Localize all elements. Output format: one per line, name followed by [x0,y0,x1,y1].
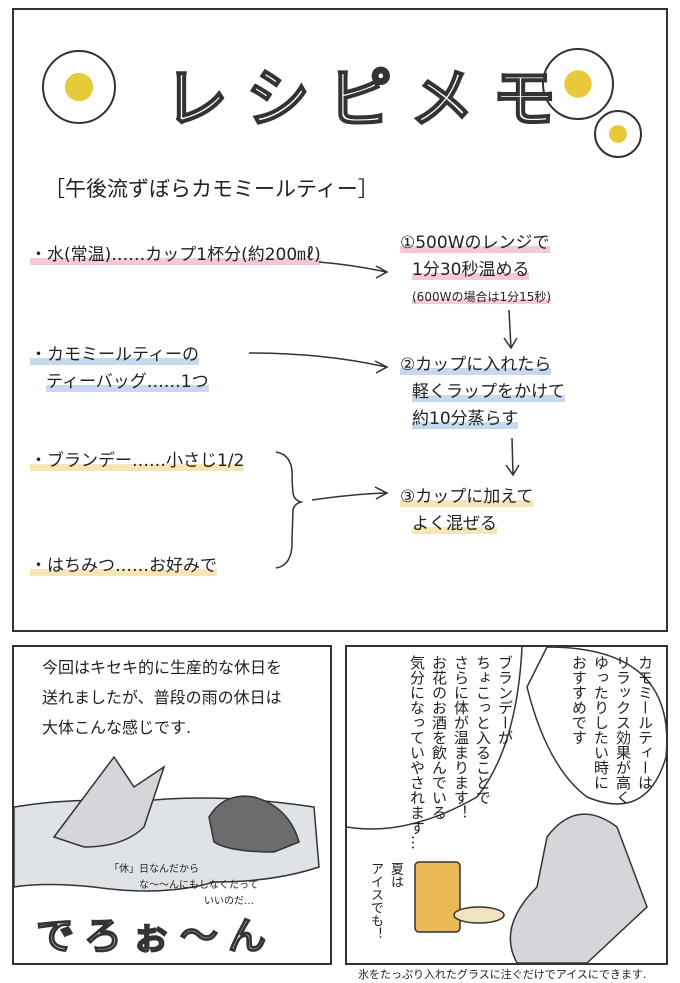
chamomile-flower-icon [594,110,642,158]
brace-icon [275,451,304,569]
thought-line: いいのだ… [204,896,254,907]
ingredient-text: ・水(常温)……カップ1杯分(約200㎖) [30,245,321,265]
aside-text: 夏は アイスでも！ [365,862,405,940]
recipe-panel: レシピメモ ［午後流ずぼらカモミールティー］ ・水(常温)……カップ1杯分(約2… [12,8,668,632]
sfx-text: でろぉ〜ん [35,913,277,959]
bubble-line: さらに体が温まります！ [452,655,470,820]
recipe-subtitle: ［午後流ずぼらカモミールティー］ [44,177,379,201]
arrow-icon [318,261,389,279]
thought-text: 「休」日なんだから な〜〜んにもしなくたって いいのだ… [109,862,259,910]
ingredient-text: ・カモミールティーの [30,345,199,365]
thought-line: 「休」日なんだから [109,864,199,875]
narration-line: 今回はキセキ的に生産的な休日を [42,658,283,677]
ingredient-teabag: ・カモミールティーの ティーバッグ……1つ [30,342,209,396]
aside-line: アイスでも！ [368,862,383,940]
arrow-icon [311,486,389,501]
arrow-icon [248,352,389,374]
bubble-line: リラックス効果が高く [614,655,632,805]
ingredient-text: ・はちみつ……お好みで [30,556,217,576]
ingredient-water: ・水(常温)……カップ1杯分(約200㎖) [30,242,321,269]
caption: 氷をたっぷり入れたグラスに注ぐだけでアイスにできます. [358,968,647,981]
ingredient-brandy: ・ブランデー……小さじ1/2 [30,448,245,475]
ingredient-text: ティーバッグ……1つ [46,372,209,392]
ingredient-honey: ・はちみつ……お好みで [30,553,217,580]
speech-bubbles [347,647,666,963]
bubble-line: お花のお酒を飲んでいる [430,655,448,820]
step-2: ②カップに入れたら 軽くラップをかけて 約10分蒸らす [400,352,565,433]
bubble-line: ゆったりしたい時に [592,655,610,790]
bubble-line: カモミールティーは [636,655,654,790]
step-text: 約10分蒸らす [412,409,519,429]
bubble-line: 気分になっていやされます… [408,655,426,850]
step-text: ①500Wのレンジで [400,233,550,253]
step-text: ②カップに入れたら [400,355,552,375]
ingredient-text: ・ブランデー……小さじ1/2 [30,451,245,471]
arrow-icon [505,437,520,477]
step-text: よく混ぜる [412,514,497,534]
narration-line: 送れましたが、普段の雨の休日は [42,688,282,707]
chamomile-flower-icon [542,48,614,120]
lazy-day-panel: 今回はキセキ的に生産的な休日を 送れましたが、普段の雨の休日は 大体こんな感じで… [12,645,332,965]
speech-bubble-chamomile: カモミールティーは リラックス効果が高く ゆったりしたい時に おすすめです [568,655,656,805]
recipe-title: レシピメモ [163,62,574,138]
bubble-line: ブランデーが [496,655,514,745]
step-text: 軽くラップをかけて [412,382,565,402]
narration-line: 大体こんな感じです. [42,718,192,737]
speech-bubble-brandy: ブランデーが ちょこっと入ることで さらに体が温まります！ お花のお酒を飲んでい… [406,655,516,850]
thought-line: な〜〜んにもしなくたって [139,880,259,891]
narration: 今回はキセキ的に生産的な休日を 送れましたが、普段の雨の休日は 大体こんな感じで… [42,653,282,743]
bubble-line: おすすめです [570,655,588,745]
step-text: 1分30秒温める [412,260,530,280]
bubble-line: ちょこっと入ることで [474,655,492,805]
aside-line: 夏は [388,862,403,888]
chamomile-flower-icon [42,50,116,124]
step-text: ③カップに加えて [400,487,534,507]
wolf-and-cat-illustration [14,755,320,892]
step-note: (600Wの場合は1分15秒) [412,290,552,304]
step-1: ①500Wのレンジで 1分30秒温める (600Wの場合は1分15秒) [400,230,552,311]
step-3: ③カップに加えて よく混ぜる [400,484,534,538]
tea-tips-panel: カモミールティーは リラックス効果が高く ゆったりしたい時に おすすめです ブラ… [345,645,668,965]
arrow-icon [503,309,518,350]
